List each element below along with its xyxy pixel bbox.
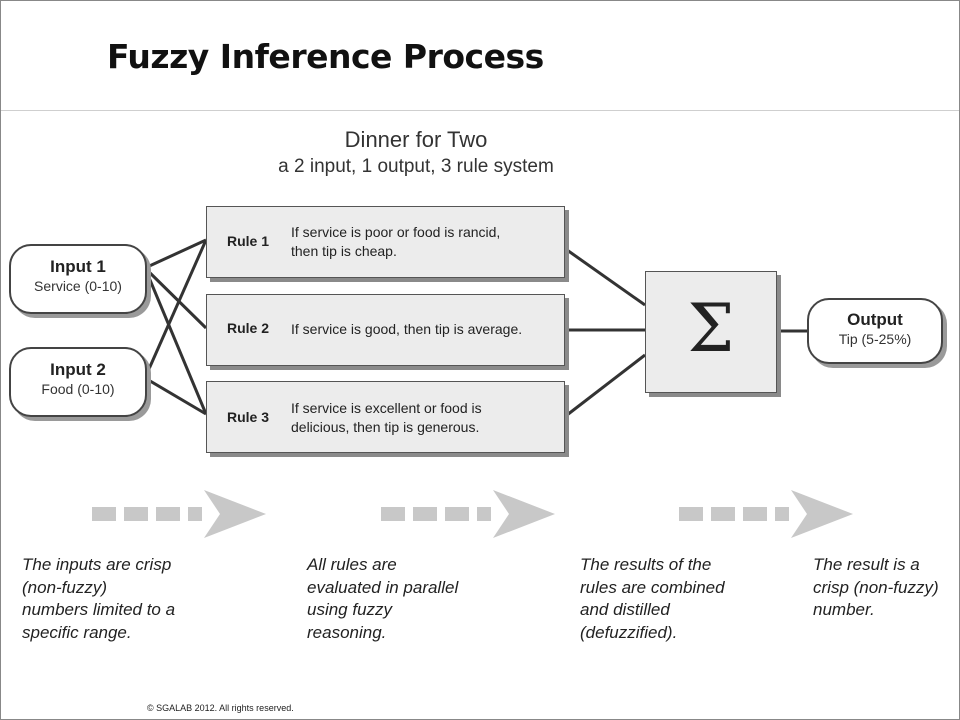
rule-3-line-2: delicious, then tip is generous. xyxy=(291,419,480,435)
caption-inputs: The inputs are crisp (non-fuzzy) numbers… xyxy=(22,554,175,644)
caption-output-line-3: number. xyxy=(813,600,875,619)
rule-1-line-2: then tip is cheap. xyxy=(291,243,397,259)
output-label: Output xyxy=(847,310,903,329)
rule-1-box: Rule 1 If service is poor or food is ran… xyxy=(206,206,565,278)
input-1-box: Input 1 Service (0-10) xyxy=(9,244,147,314)
caption-inputs-line-1: The inputs are crisp xyxy=(22,555,172,574)
connector-input1-rule2 xyxy=(143,266,208,330)
caption-combine-line-4: (defuzzified). xyxy=(580,622,678,642)
title-bar: Fuzzy Inference Process xyxy=(1,1,959,111)
sigma-icon: Σ xyxy=(687,290,735,367)
caption-combine-line-1: The results of the xyxy=(580,555,712,574)
rule-3-label: Rule 3 xyxy=(227,409,270,425)
connector-input2-rule3 xyxy=(144,376,207,416)
connector-input1-rule3 xyxy=(143,267,208,415)
rule-1-label: Rule 1 xyxy=(227,233,270,249)
caption-output: The result is a crisp (non-fuzzy) number… xyxy=(813,554,939,622)
rule-2-text: If service is good, then tip is average. xyxy=(291,320,561,339)
input-1-label: Input 1 xyxy=(50,257,106,276)
rule-2-line-1: If service is good, then tip is average. xyxy=(291,321,523,337)
rule-1-text: If service is poor or food is rancid, th… xyxy=(291,223,561,261)
dashed-arrow-3-icon xyxy=(679,490,853,538)
rule-1-line-1: If service is poor or food is rancid, xyxy=(291,224,501,240)
output-box: Output Tip (5-25%) xyxy=(807,298,943,364)
caption-output-line-2: crisp (non-fuzzy) xyxy=(813,577,939,597)
rule-3-text: If service is excellent or food is delic… xyxy=(291,399,561,437)
caption-rules-line-2: evaluated in parallel xyxy=(307,577,459,597)
rule-2-label: Rule 2 xyxy=(227,320,270,336)
caption-inputs-line-3: numbers limited to a xyxy=(22,600,176,619)
caption-rules-line-1: All rules are xyxy=(307,555,397,574)
input-2-box: Input 2 Food (0-10) xyxy=(9,347,147,417)
caption-combine-line-3: and distilled xyxy=(580,600,670,619)
connector-input2-rule1 xyxy=(143,239,208,379)
input-2-label: Input 2 xyxy=(50,360,106,379)
page-title: Fuzzy Inference Process xyxy=(107,37,544,76)
caption-inputs-line-4: specific range. xyxy=(22,622,132,642)
aggregation-box: Σ xyxy=(645,271,777,393)
dashed-arrow-1-icon xyxy=(92,490,266,538)
caption-combine-line-2: rules are combined xyxy=(580,577,725,597)
connector-rule1-sum xyxy=(566,248,646,307)
caption-output-line-1: The result is a xyxy=(813,555,920,574)
caption-inputs-line-2: (non-fuzzy) xyxy=(22,577,108,597)
output-range: Tip (5-25%) xyxy=(838,331,912,347)
caption-rules: All rules are evaluated in parallel usin… xyxy=(307,554,458,644)
diagram-heading: Dinner for Two xyxy=(344,127,488,152)
caption-combine: The results of the rules are combined an… xyxy=(580,554,725,644)
rule-3-line-1: If service is excellent or food is xyxy=(291,400,482,416)
rule-3-box: Rule 3 If service is excellent or food i… xyxy=(206,381,565,453)
input-1-range: Service (0-10) xyxy=(34,278,122,294)
input-2-range: Food (0-10) xyxy=(41,381,115,397)
rule-2-box: Rule 2 If service is good, then tip is a… xyxy=(206,294,565,366)
caption-rules-line-3: using fuzzy xyxy=(307,600,393,619)
copyright-notice: © SGALAB 2012. All rights reserved. xyxy=(147,703,294,713)
diagram-subheading: a 2 input, 1 output, 3 rule system xyxy=(278,156,554,177)
connector-input1-rule1 xyxy=(144,238,207,270)
caption-rules-line-4: reasoning. xyxy=(307,622,387,642)
dashed-arrow-2-icon xyxy=(381,490,555,538)
connector-rule3-sum xyxy=(566,353,646,417)
